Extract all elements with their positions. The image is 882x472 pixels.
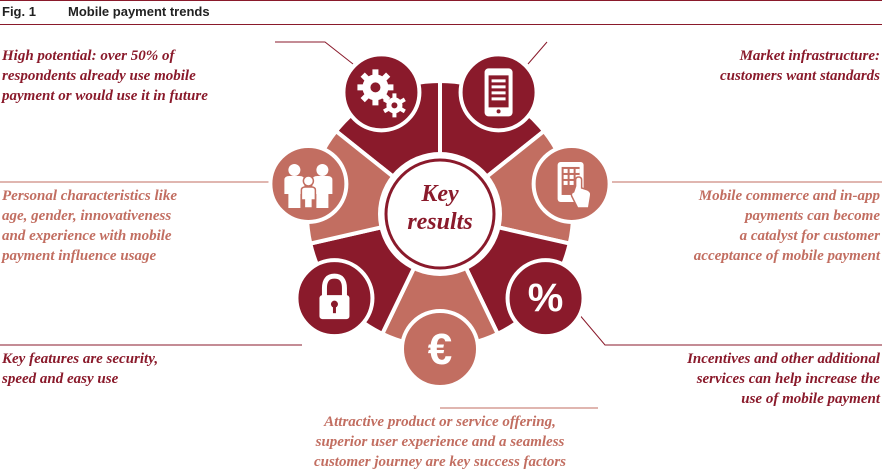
euro-icon: €: [400, 309, 480, 389]
label-commerce-line: acceptance of mobile payment: [693, 248, 880, 264]
label-offering-line: customer journey are key success factors: [313, 454, 567, 470]
center-label-line1: Key: [421, 181, 459, 207]
figure-title: Mobile payment trends: [68, 4, 210, 19]
leader-line-potential: [275, 41, 354, 65]
padlock-icon: [294, 258, 375, 339]
touch-tablet-icon: [531, 143, 612, 224]
center-circle-border: [384, 158, 496, 270]
label-commerce-line: payments can become: [745, 208, 880, 224]
label-commerce: Mobile commerce and in-app payments can …: [694, 186, 880, 266]
smartphone-icon: [458, 52, 539, 133]
label-offering: Attractive product or service offering, …: [250, 412, 630, 472]
label-personal: Personal characteristics like age, gende…: [2, 186, 177, 266]
label-incentives: Incentives and other additional services…: [687, 349, 880, 409]
header-top-rule: [0, 0, 882, 1]
leader-lines: [0, 41, 882, 409]
center-label: Key results: [380, 180, 500, 236]
label-potential-line: payment or would use it in future: [2, 88, 208, 104]
label-potential: High potential: over 50% of respondents …: [2, 46, 208, 106]
label-offering-line: superior user experience and a seamless: [315, 434, 565, 450]
family-icon: [268, 143, 349, 224]
label-features: Key features are security, speed and eas…: [2, 349, 158, 389]
label-incentives-line: use of mobile payment: [741, 391, 880, 407]
label-commerce-line: Mobile commerce and in-app: [698, 188, 880, 204]
label-commerce-line: a catalyst for customer: [739, 228, 880, 244]
label-offering-line: Attractive product or service offering,: [324, 414, 556, 430]
label-incentives-line: Incentives and other additional: [687, 351, 880, 367]
label-potential-line: High potential: over 50% of: [2, 48, 175, 64]
leader-line-infrastructure: [527, 41, 548, 65]
center-label-line2: results: [407, 209, 473, 235]
gears-icon: [341, 52, 422, 133]
label-infrastructure: Market infrastructure: customers want st…: [720, 46, 880, 86]
label-incentives-line: services can help increase the: [696, 371, 880, 387]
label-personal-line: age, gender, innovativeness: [2, 208, 172, 224]
label-infrastructure-line: customers want standards: [719, 68, 880, 84]
center-circle: [378, 152, 502, 276]
label-infrastructure-line: Market infrastructure:: [739, 48, 880, 64]
label-potential-line: respondents already use mobile: [2, 68, 196, 84]
label-personal-line: payment influence usage: [2, 248, 157, 264]
label-features-line: Key features are security,: [2, 351, 159, 367]
leader-line-incentives: [577, 312, 882, 346]
label-features-line: speed and easy use: [2, 371, 119, 387]
svg-text:%: %: [528, 276, 564, 320]
figure-header: Fig. 1 Mobile payment trends: [2, 4, 210, 19]
header-bottom-rule: [0, 24, 882, 25]
label-personal-line: and experience with mobile: [2, 228, 172, 244]
figure-number: Fig. 1: [2, 4, 36, 19]
label-personal-line: Personal characteristics like: [2, 188, 177, 204]
percent-icon: %: [505, 258, 586, 339]
svg-text:€: €: [428, 325, 452, 374]
icon-badges: %€: [268, 52, 612, 389]
